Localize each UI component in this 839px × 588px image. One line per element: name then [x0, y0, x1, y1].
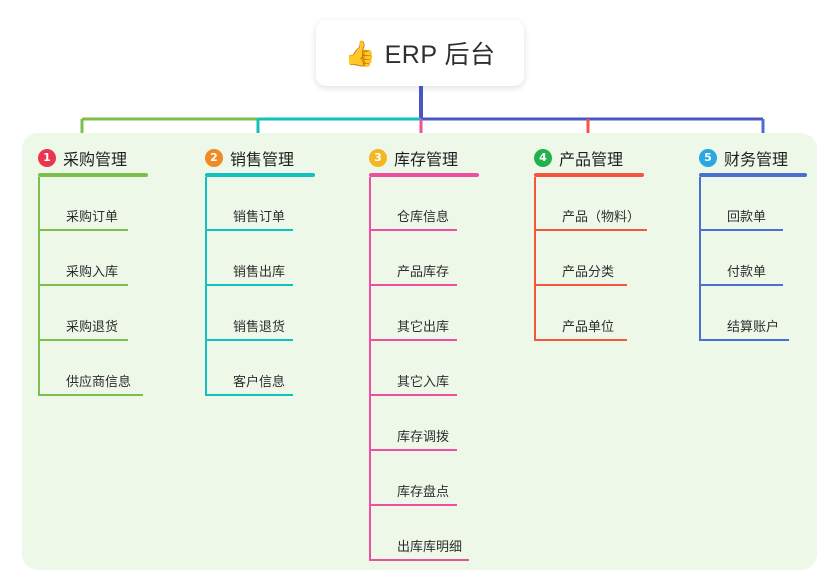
leaf-underline	[699, 339, 789, 341]
root-title: ERP 后台	[384, 41, 496, 69]
leaf-underline	[534, 229, 647, 231]
branch-spine-5	[699, 177, 701, 341]
branch-header-3[interactable]: 3 库存管理	[369, 146, 458, 170]
branch-badge-1: 1	[38, 149, 56, 167]
leaf-label: 其它入库	[397, 374, 450, 389]
leaf-underline	[38, 229, 128, 231]
branch-spine-2	[205, 177, 207, 396]
branch-header-1[interactable]: 1 采购管理	[38, 146, 127, 170]
leaf-label: 产品（物料）	[562, 209, 641, 224]
leaf-label: 结算账户	[727, 319, 780, 334]
branch-badge-5: 5	[699, 149, 717, 167]
leaf-label: 库存调拨	[397, 429, 450, 444]
branch-title-1: 采购管理	[63, 152, 128, 169]
branch-underline-2	[205, 173, 315, 177]
leaf-underline	[534, 284, 627, 286]
leaf-underline	[369, 394, 457, 396]
leaf-underline	[369, 559, 469, 561]
leaf-label: 产品单位	[562, 319, 615, 334]
branch-underline-1	[38, 173, 148, 177]
leaf-label: 销售退货	[233, 319, 286, 334]
leaf-underline	[369, 504, 457, 506]
branch-title-5: 财务管理	[724, 152, 789, 169]
branch-badge-3: 3	[369, 149, 387, 167]
leaf-underline	[205, 394, 293, 396]
leaf-underline	[205, 229, 293, 231]
leaf-underline	[205, 339, 293, 341]
leaf-label: 其它出库	[397, 319, 450, 334]
branch-title-3: 库存管理	[394, 152, 459, 169]
branch-badge-4: 4	[534, 149, 552, 167]
branch-underline-4	[534, 173, 644, 177]
root-node[interactable]: 👍 ERP 后台	[316, 20, 524, 86]
branch-title-2: 销售管理	[230, 152, 295, 169]
branch-header-2[interactable]: 2 销售管理	[205, 146, 294, 170]
leaf-label: 回款单	[727, 209, 767, 224]
branch-spine-4	[534, 177, 536, 341]
leaf-label: 客户信息	[233, 374, 286, 389]
leaf-label: 供应商信息	[66, 374, 132, 389]
branch-underline-3	[369, 173, 479, 177]
leaf-label: 销售订单	[233, 209, 286, 224]
leaf-label: 付款单	[727, 264, 767, 279]
branch-title-4: 产品管理	[559, 152, 624, 169]
leaf-label: 采购退货	[66, 319, 119, 334]
leaf-label: 库存盘点	[397, 484, 450, 499]
leaf-underline	[205, 284, 293, 286]
branch-underline-5	[699, 173, 807, 177]
leaf-label: 仓库信息	[397, 209, 450, 224]
leaf-label: 销售出库	[233, 264, 286, 279]
branch-header-4[interactable]: 4 产品管理	[534, 146, 623, 170]
leaf-underline	[369, 284, 457, 286]
leaf-underline	[699, 284, 783, 286]
leaf-label: 采购入库	[66, 264, 119, 279]
leaf-underline	[534, 339, 627, 341]
branch-spine-3	[369, 177, 371, 561]
branches-panel: 1 采购管理采购订单采购入库采购退货供应商信息 2 销售管理销售订单销售出库销售退货客…	[22, 133, 817, 570]
leaf-underline	[369, 339, 457, 341]
leaf-label: 产品分类	[562, 264, 615, 279]
leaf-underline	[38, 284, 128, 286]
leaf-underline	[699, 229, 783, 231]
leaf-label: 出库库明细	[397, 539, 463, 554]
leaf-underline	[38, 394, 143, 396]
branch-header-5[interactable]: 5 财务管理	[699, 146, 788, 170]
branch-spine-1	[38, 177, 40, 396]
thumbs-up-icon: 👍	[344, 38, 376, 68]
leaf-label: 产品库存	[397, 264, 450, 279]
leaf-underline	[369, 229, 457, 231]
leaf-underline	[38, 339, 128, 341]
branch-badge-2: 2	[205, 149, 223, 167]
leaf-label: 采购订单	[66, 209, 119, 224]
leaf-underline	[369, 449, 457, 451]
